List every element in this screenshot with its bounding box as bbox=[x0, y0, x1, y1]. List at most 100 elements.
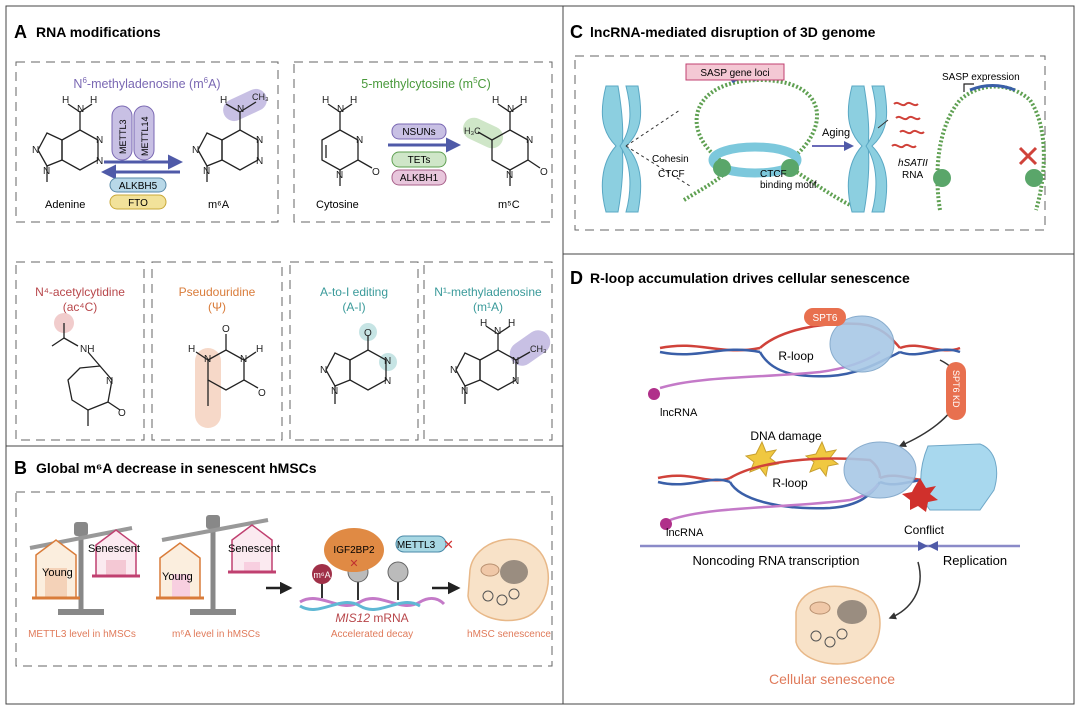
svg-text:N: N bbox=[512, 376, 519, 387]
svg-text:H: H bbox=[508, 318, 515, 329]
caption-mettl3-level: METTL3 level in hMSCs bbox=[28, 629, 136, 640]
atoi-title-2: (A-I) bbox=[342, 300, 365, 314]
svg-text:N: N bbox=[384, 376, 391, 387]
psi-box bbox=[151, 261, 283, 441]
alkbh1-pill bbox=[391, 169, 447, 186]
young-label-2: Young bbox=[162, 571, 193, 583]
mettl3-label: METTL3 bbox=[118, 119, 128, 154]
svg-text:H: H bbox=[62, 95, 69, 106]
nsuns-label: NSUNs bbox=[402, 127, 435, 138]
panel-a-letter: A bbox=[14, 22, 27, 42]
svg-text:H: H bbox=[322, 95, 329, 106]
m5c-label: m⁵C bbox=[498, 199, 520, 211]
sasp-loci-box bbox=[685, 63, 785, 81]
svg-text:H: H bbox=[480, 318, 487, 329]
panel-b-letter: B bbox=[14, 458, 27, 478]
psi-title-2: (Ψ) bbox=[208, 300, 226, 314]
psi-structure bbox=[195, 334, 259, 406]
m1a-highlight bbox=[509, 330, 551, 366]
ac4c-title-1: N⁴-acetylcytidine bbox=[35, 285, 125, 299]
senescent-label-2: Senescent bbox=[228, 543, 280, 555]
alkbh1-label: ALKBH1 bbox=[400, 173, 439, 184]
svg-text:N: N bbox=[494, 326, 501, 337]
svg-text:N: N bbox=[32, 145, 39, 156]
spt6-kd-label: SPT6 KD bbox=[951, 370, 961, 408]
caption-hmsc-senescence: hMSC senescence bbox=[467, 629, 551, 640]
ctcf-motif-label-1: CTCF bbox=[760, 169, 787, 180]
panel-b-dashed-box bbox=[15, 491, 553, 667]
chromosome-2 bbox=[847, 85, 889, 213]
noncoding-label: Noncoding RNA transcription bbox=[693, 553, 860, 568]
atoi-atoms: ONN NN bbox=[320, 328, 391, 397]
ac4c-box bbox=[15, 261, 145, 441]
svg-text:H: H bbox=[90, 95, 97, 106]
m1a-title-1: N¹-methyladenosine bbox=[434, 285, 542, 299]
atoi-highlight-2 bbox=[379, 353, 397, 371]
m5c-box bbox=[293, 61, 553, 223]
svg-text:O: O bbox=[118, 408, 126, 419]
mettl14-pill bbox=[133, 105, 155, 161]
svg-text:N: N bbox=[331, 386, 338, 397]
chromatin-loop bbox=[682, 75, 851, 207]
m1a-structure bbox=[455, 325, 531, 404]
svg-text:H: H bbox=[256, 344, 263, 355]
atoi-structure bbox=[325, 336, 387, 404]
svg-text:H: H bbox=[220, 95, 227, 106]
svg-text:O: O bbox=[540, 167, 548, 178]
svg-text:N: N bbox=[450, 365, 457, 376]
transcription-arrowhead bbox=[918, 541, 928, 551]
lncrna-dot-2 bbox=[660, 518, 672, 530]
panel-b: B Global m⁶A decrease in senescent hMSCs… bbox=[14, 458, 553, 667]
mettl14-label: METTL14 bbox=[140, 116, 150, 156]
svg-text:H₃C: H₃C bbox=[464, 126, 481, 136]
mrna-label: MIS12 mRNA bbox=[335, 611, 408, 625]
panel-b-title: Global m⁶A decrease in senescent hMSCs bbox=[36, 460, 317, 476]
svg-text:N: N bbox=[106, 376, 113, 387]
aging-label: Aging bbox=[822, 127, 850, 139]
adenine-label: Adenine bbox=[45, 199, 85, 211]
atoi-box bbox=[289, 261, 419, 441]
svg-text:N: N bbox=[506, 170, 513, 181]
spt6-label-1: SPT6 bbox=[812, 313, 837, 324]
svg-text:H: H bbox=[188, 344, 195, 355]
svg-text:N: N bbox=[240, 354, 247, 365]
hsatii-label: hSATII bbox=[898, 158, 928, 169]
disrupted-loop bbox=[933, 83, 1046, 211]
caption-m6a-level: m⁶A level in hMSCs bbox=[172, 629, 260, 640]
mettl3-label-b: METTL3 bbox=[397, 540, 436, 551]
atoi-title-1: A-to-I editing bbox=[320, 285, 388, 299]
mrna-decay-illustration: ✕ bbox=[299, 528, 446, 611]
svg-text:N: N bbox=[320, 365, 327, 376]
upper-rloop bbox=[659, 308, 961, 390]
caption-accelerated-decay: Accelerated decay bbox=[331, 629, 413, 640]
senescent-cell-d bbox=[795, 585, 881, 665]
ctcf-motif-label-2: binding motif bbox=[760, 180, 817, 191]
svg-text:N: N bbox=[256, 156, 263, 167]
svg-text:O: O bbox=[222, 324, 230, 335]
panel-c-border bbox=[562, 5, 1075, 255]
cellular-senescence-label: Cellular senescence bbox=[769, 671, 895, 687]
lncrna-label-1: lncRNA bbox=[660, 407, 698, 419]
alkbh5-pill bbox=[109, 177, 167, 193]
senescent-label-1: Senescent bbox=[88, 543, 140, 555]
rloop-label-2: R-loop bbox=[772, 476, 808, 490]
fto-pill bbox=[109, 194, 167, 210]
lncrna-label-2: lncRNA bbox=[666, 527, 704, 539]
zoom-line-2 bbox=[625, 145, 691, 187]
zoom-line-1 bbox=[625, 109, 681, 147]
m1a-box bbox=[423, 261, 553, 441]
m6a-title: N6-methyladenosine (m6A) bbox=[73, 76, 220, 91]
panel-c: C lncRNA-mediated disruption of 3D genom… bbox=[570, 22, 1046, 231]
conflict-label: Conflict bbox=[904, 523, 945, 537]
rloop-label-1: R-loop bbox=[778, 349, 814, 363]
svg-text:N: N bbox=[96, 156, 103, 167]
atoi-highlight-1 bbox=[359, 323, 377, 341]
senescence-arrow bbox=[888, 561, 921, 620]
panel-c-title: lncRNA-mediated disruption of 3D genome bbox=[590, 24, 876, 40]
